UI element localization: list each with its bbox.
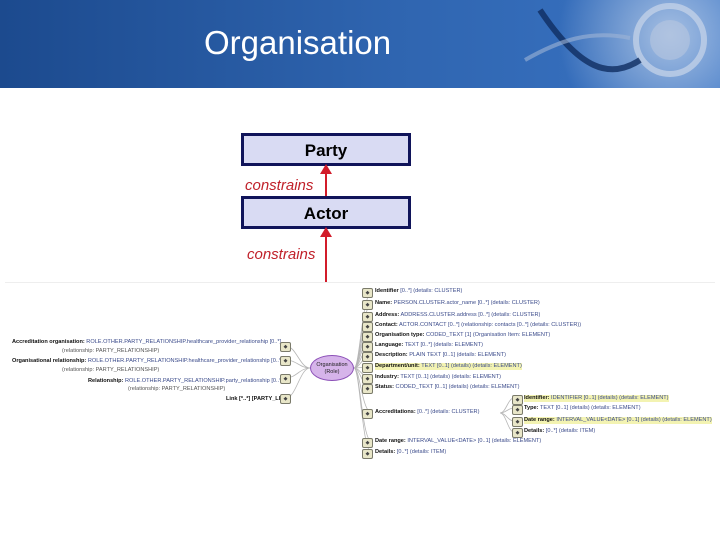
mm-right-label: Status:	[375, 384, 394, 390]
mm-right-detail: CODED_TEXT [0..1] (details) (details: EL…	[396, 384, 520, 390]
node-icon: ◆	[362, 438, 373, 448]
mm-right-address: Address: ADDRESS.CLUSTER.address [0..*] …	[375, 312, 540, 319]
mm-right-detail: [0..*] (details: CLUSTER)	[400, 288, 462, 294]
mm-right-label: Date range:	[375, 438, 406, 444]
mm-right-label: Identifier	[375, 288, 399, 294]
mm-left-accreditation: Accreditation organisation: ROLE.OTHER.P…	[12, 339, 281, 346]
mm-right-label: Department/unit:	[375, 363, 420, 369]
actor-label: Actor	[304, 204, 348, 223]
node-icon: ◆	[362, 332, 373, 342]
mm-left-label: Organisational relationship:	[12, 358, 86, 364]
node-icon: ◆	[362, 322, 373, 332]
constrains-label-upper: constrains	[245, 177, 313, 194]
mm-left-label: Relationship:	[88, 378, 123, 384]
mm-left-relationship: Relationship: ROLE.OTHER.PARTY_RELATIONS…	[88, 378, 283, 385]
mm-left-detail: ROLE.OTHER.PARTY_RELATIONSHIP.healthcare…	[86, 339, 281, 345]
center-line1: Organisation	[316, 362, 347, 368]
mm-left-org-relationship-sub: (relationship: PARTY_RELATIONSHIP)	[62, 367, 159, 374]
mm-right-label: Details:	[375, 449, 395, 455]
mm-right-description: Description: PLAIN TEXT [0..1] (details:…	[375, 352, 506, 359]
node-icon: ◆	[512, 405, 523, 415]
mm-accred-detail: INTERVAL_VALUE<DATE> [0..1] (details) (d…	[556, 417, 711, 423]
mm-right-detail: CODED_TEXT [1] (Organisation Item: ELEME…	[426, 332, 550, 338]
node-icon: ◆	[362, 449, 373, 459]
mm-right-org-type: Organisation type: CODED_TEXT [1] (Organ…	[375, 332, 550, 339]
mm-right-contact: Contact: ACTOR.CONTACT [0..*] (relations…	[375, 322, 581, 329]
mm-right-label: Language:	[375, 342, 403, 348]
mm-right-language: Language: TEXT [0..*] (details: ELEMENT)	[375, 342, 483, 349]
mm-right-date-range: Date range: INTERVAL_VALUE<DATE> [0..1] …	[375, 438, 541, 445]
node-icon: ◆	[280, 374, 291, 384]
mm-right-detail: [0..*] (details: ITEM)	[397, 449, 446, 455]
mm-right-identifier: Identifier [0..*] (details: CLUSTER)	[375, 288, 462, 295]
mm-right-detail: PLAIN TEXT [0..1] (details: ELEMENT)	[409, 352, 506, 358]
organisation-role-node: Organisation(Role)	[310, 355, 354, 381]
constrains-label-lower: constrains	[247, 246, 315, 263]
mm-right-detail: [0..*] (details: CLUSTER)	[417, 409, 479, 415]
mm-right-department: Department/unit: TEXT [0..1] (details) (…	[375, 363, 522, 370]
mm-right-detail: INTERVAL_VALUE<DATE> [0..1] (details: EL…	[407, 438, 541, 444]
node-icon: ◆	[362, 342, 373, 352]
mm-accred-label: Identifier:	[524, 395, 549, 401]
actor-class-box: Actor	[241, 196, 411, 229]
mm-right-label: Organisation type:	[375, 332, 424, 338]
mm-left-label: Accreditation organisation:	[12, 339, 85, 345]
arrow-head-upper	[320, 164, 332, 174]
node-icon: ◆	[362, 374, 373, 384]
mm-right-detail: ADDRESS.CLUSTER.address [0..*] (details:…	[401, 312, 541, 318]
mm-accred-detail: [0..*] (details: ITEM)	[546, 428, 595, 434]
mm-accred-label: Type:	[524, 405, 539, 411]
mm-right-label: Accreditations:	[375, 409, 416, 415]
mm-right-accreditations: Accreditations: [0..*] (details: CLUSTER…	[375, 409, 479, 416]
mm-left-accreditation-sub: (relationship: PARTY_RELATIONSHIP)	[62, 348, 159, 355]
node-icon: ◆	[362, 288, 373, 298]
node-icon: ◆	[362, 312, 373, 322]
mm-left-detail: ROLE.OTHER.PARTY_RELATIONSHIP.party_rela…	[125, 378, 283, 384]
mm-accred-detail: TEXT [0..1] (details) (details: ELEMENT)	[540, 405, 641, 411]
mm-left-relationship-sub: (relationship: PARTY_RELATIONSHIP)	[128, 386, 225, 393]
mm-right-detail: TEXT [0..*] (details: ELEMENT)	[405, 342, 483, 348]
mm-right-label: Description:	[375, 352, 408, 358]
mm-left-org-relationship: Organisational relationship: ROLE.OTHER.…	[12, 358, 283, 365]
node-icon: ◆	[512, 395, 523, 405]
party-class-box: Party	[241, 133, 411, 166]
node-icon: ◆	[362, 363, 373, 373]
center-line2: (Role)	[325, 369, 340, 375]
party-label: Party	[305, 141, 348, 160]
slide-title: Organisation	[204, 24, 391, 62]
mm-right-name: Name: PERSON.CLUSTER.actor_name [0..*] (…	[375, 300, 540, 307]
mm-right-detail: PERSON.CLUSTER.actor_name [0..*] (detail…	[394, 300, 540, 306]
arrow-head-lower	[320, 227, 332, 237]
stethoscope-icon	[520, 0, 720, 88]
mm-right-detail: TEXT [0..1] (details) (details: ELEMENT)	[400, 374, 501, 380]
mm-right-label: Industry:	[375, 374, 399, 380]
mm-right-label: Contact:	[375, 322, 398, 328]
mm-right-label: Address:	[375, 312, 399, 318]
node-icon: ◆	[280, 342, 291, 352]
mm-accred-identifier: Identifier: IDENTIFIER [0..1] (details) …	[524, 395, 669, 402]
mm-right-status: Status: CODED_TEXT [0..1] (details) (det…	[375, 384, 519, 391]
mm-accred-detail: IDENTIFIER [0..1] (details) (details: EL…	[551, 395, 669, 401]
mm-right-detail: ACTOR.CONTACT [0..*] (relationship: cont…	[399, 322, 581, 328]
mm-left-detail: ROLE.OTHER.PARTY_RELATIONSHIP.healthcare…	[88, 358, 283, 364]
node-icon: ◆	[280, 394, 291, 404]
mm-accred-date-range: Date range: INTERVAL_VALUE<DATE> [0..1] …	[524, 417, 712, 424]
mm-right-label: Name:	[375, 300, 392, 306]
node-icon: ◆	[512, 417, 523, 427]
node-icon: ◆	[362, 384, 373, 394]
mm-accred-label: Date range:	[524, 417, 555, 423]
mm-accred-label: Details:	[524, 428, 544, 434]
node-icon: ◆	[362, 352, 373, 362]
mm-right-details: Details: [0..*] (details: ITEM)	[375, 449, 446, 456]
node-icon: ◆	[362, 409, 373, 419]
mm-right-detail: TEXT [0..1] (details) (details: ELEMENT)	[421, 363, 522, 369]
node-icon: ◆	[362, 300, 373, 310]
node-icon: ◆	[512, 428, 523, 438]
mm-right-industry: Industry: TEXT [0..1] (details) (details…	[375, 374, 501, 381]
mm-accred-type: Type: TEXT [0..1] (details) (details: EL…	[524, 405, 641, 412]
mm-accred-details: Details: [0..*] (details: ITEM)	[524, 428, 595, 435]
node-icon: ◆	[280, 356, 291, 366]
